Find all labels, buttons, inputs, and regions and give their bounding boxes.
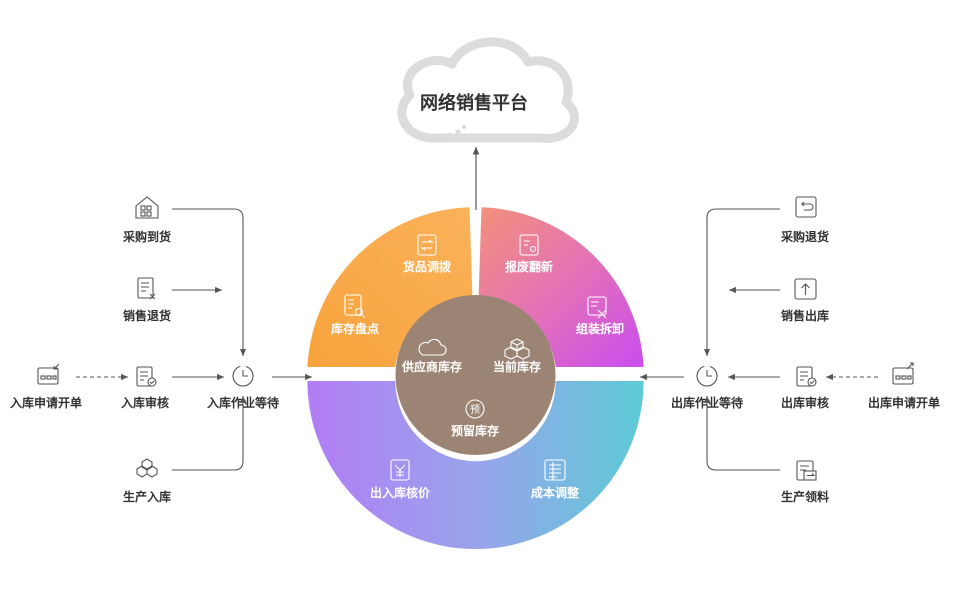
- boxes-icon: [504, 338, 530, 360]
- segment-inventory-check: 库存盘点: [331, 294, 379, 336]
- center-supplier-stock: 供应商库存: [401, 338, 462, 374]
- boxes-stack-icon: [136, 458, 158, 478]
- arrow-purchase-to-wait: [172, 208, 247, 356]
- node-outbound-request: 出库申请开单: [868, 362, 940, 410]
- arrow-production-to-wait: [172, 396, 247, 471]
- reserved-icon: [465, 399, 485, 419]
- label-purchase-arrival: 采购到货: [122, 229, 171, 244]
- clock-icon-right: [696, 365, 718, 387]
- assembly-tools-icon: [587, 296, 607, 319]
- cloud-title: 网络销售平台: [420, 92, 528, 114]
- material-doc-icon: [796, 460, 817, 481]
- segment-assembly: 组装拆卸: [576, 296, 624, 336]
- label-production-inbound: 生产入库: [123, 489, 171, 504]
- arrow-material-to-wait: [703, 396, 780, 471]
- segment-inbound-costing: 出入库核价: [370, 459, 431, 500]
- right-connectors: [640, 208, 878, 471]
- node-sales-return: 销售退货: [123, 277, 171, 323]
- node-sales-outbound: 销售出库: [781, 278, 829, 323]
- clock-icon: [232, 365, 254, 387]
- inbound-request-icon: [37, 363, 60, 385]
- label-goods-transfer: 货品调拨: [403, 259, 452, 274]
- node-production-inbound: 生产入库: [123, 458, 171, 504]
- cost-ledger-icon: [544, 459, 566, 481]
- label-inventory-check: 库存盘点: [331, 321, 379, 336]
- cloud-small-icon: [418, 338, 447, 356]
- node-outbound-review: 出库审核: [781, 366, 829, 410]
- costing-doc-icon: [390, 459, 410, 481]
- outbound-request-icon: [892, 362, 914, 385]
- refurbish-doc-icon: [519, 234, 539, 256]
- segment-cost-adjustment: 成本调整: [531, 459, 579, 500]
- wheel-center: [395, 295, 556, 455]
- inventory-check-icon: [344, 294, 365, 318]
- wheel: [307, 207, 644, 550]
- node-inbound-request: 入库申请开单: [10, 363, 82, 410]
- label-cost-adjustment: 成本调整: [531, 485, 579, 500]
- return-doc-icon: [137, 277, 156, 300]
- label-sales-outbound: 销售出库: [781, 308, 829, 323]
- label-inbound-costing: 出入库核价: [370, 485, 431, 500]
- segment-damage-refurbish: 报废翻新: [505, 234, 553, 274]
- label-inbound-request: 入库申请开单: [10, 395, 82, 410]
- label-inbound-review: 入库审核: [121, 395, 169, 410]
- label-assembly: 组装拆卸: [576, 321, 624, 336]
- reserved-glyph: 预: [470, 404, 480, 416]
- label-reserved-stock: 预留库存: [451, 423, 499, 438]
- label-purchase-return: 采购退货: [780, 229, 829, 244]
- label-production-material: 生产领料: [781, 489, 829, 504]
- arrow-purchase-return-to-wait: [703, 208, 780, 356]
- cloud-platform: 网络销售平台: [397, 37, 579, 143]
- left-connectors: [76, 208, 312, 471]
- node-purchase-return: 采购退货: [780, 196, 829, 244]
- label-outbound-request: 出库申请开单: [868, 395, 940, 410]
- segment-top-left: [307, 207, 473, 367]
- center-reserved-stock: 预 预留库存: [451, 399, 499, 438]
- outbound-icon: [794, 278, 817, 300]
- node-production-material: 生产领料: [781, 460, 829, 504]
- node-inbound-review: 入库审核: [121, 366, 169, 410]
- node-purchase-arrival: 采购到货: [122, 196, 171, 244]
- label-current-stock: 当前库存: [493, 359, 541, 374]
- transfer-doc-icon: [417, 234, 437, 256]
- center-current-stock: 当前库存: [493, 338, 541, 374]
- purchase-return-icon: [795, 196, 817, 218]
- label-sales-return: 销售退货: [123, 308, 171, 323]
- label-outbound-review: 出库审核: [781, 395, 829, 410]
- label-supplier-stock: 供应商库存: [401, 359, 462, 374]
- cloud-gap-dots: [436, 125, 466, 143]
- segment-bottom: [307, 381, 644, 550]
- outbound-review-icon: [796, 366, 817, 387]
- segment-goods-transfer: 货品调拨: [403, 234, 452, 274]
- cloud-outline: [397, 37, 579, 143]
- label-damage-refurbish: 报废翻新: [505, 259, 553, 274]
- review-doc-icon: [136, 366, 157, 387]
- warehouse-icon: [135, 196, 159, 219]
